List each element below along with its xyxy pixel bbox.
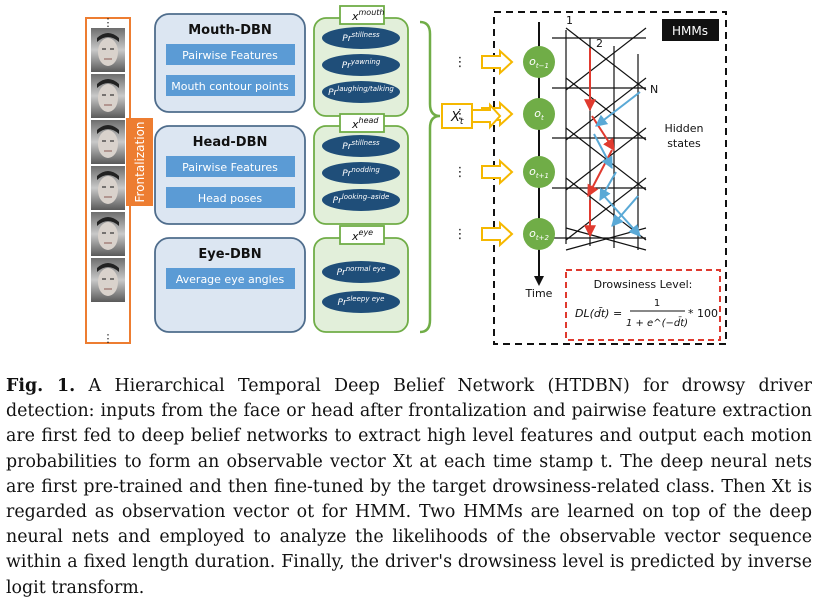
drowsiness-denominator: 1 + e^(−d̄t) [626, 316, 688, 329]
probability-label: Prstillness [342, 31, 380, 44]
input-arrow-icon [481, 158, 514, 186]
continuation-dots: ⋮ [454, 227, 467, 242]
observation-node-label: ot+1 [529, 165, 549, 180]
feature-vector-label: xhead [351, 116, 379, 131]
time-arrow-icon [534, 276, 544, 286]
probability-ellipse [322, 291, 400, 313]
face-thumbnail [91, 74, 125, 118]
probability-ellipse [322, 261, 400, 283]
feature-label: Mouth contour points [171, 80, 289, 93]
drowsiness-numerator: 1 [654, 298, 660, 309]
hidden-states-label-2: states [667, 137, 701, 150]
continuation-dots: ⋮ [454, 55, 467, 70]
transition-arrow [593, 133, 613, 170]
feature-box [166, 156, 295, 177]
observation-node-label: ot−1 [529, 55, 549, 70]
drowsiness-title: Drowsiness Level: [594, 278, 693, 291]
input-arrow-icon [481, 48, 514, 76]
probability-label: Pryawning [342, 58, 381, 71]
continuation-dots: ⋮ [454, 165, 467, 180]
figure-caption: Fig. 1. A Hierarchical Temporal Deep Bel… [6, 374, 812, 601]
hmm-label-box [662, 19, 719, 41]
feature-label: Pairwise Features [182, 49, 278, 62]
lattice-index-n: N [650, 83, 658, 96]
feature-vector-tab [339, 113, 385, 133]
observation-node-label: ot+2 [529, 227, 549, 242]
probability-label: Prnormal eye [337, 265, 386, 278]
probability-ellipse [322, 135, 400, 157]
observation-node [523, 98, 555, 130]
probability-ellipse [322, 27, 400, 49]
probability-label: Prnodding [342, 166, 380, 179]
feature-label: Average eye angles [176, 273, 285, 286]
lattice-index-2: 2 [596, 37, 603, 50]
face-thumbnail [91, 212, 125, 256]
observation-node-label: ot [534, 107, 544, 122]
feature-box [166, 187, 295, 208]
transition-arrow [587, 149, 613, 198]
feature-vector-tab [339, 225, 385, 245]
feature-box [166, 75, 295, 96]
face-thumbnail [91, 258, 125, 302]
probability-label: Prlaughing/talking [328, 85, 394, 98]
frontalization-bar: Frontalization [126, 118, 153, 206]
face-thumbnail [91, 120, 125, 164]
transition-arrow [611, 195, 639, 227]
probability-ellipse [322, 162, 400, 184]
probability-label: Prlooking–aside [333, 193, 390, 206]
lattice-index-1: 1 [566, 14, 573, 27]
probability-ellipse [322, 189, 400, 211]
drowsiness-level-box: Drowsiness Level: DL(d̄t) = 1 1 + e^(−d̄… [565, 269, 721, 341]
feature-label: Head poses [198, 192, 262, 205]
feature-vector-label: xeye [351, 228, 373, 243]
continuation-dots: ⋮ [454, 107, 467, 122]
drowsiness-lhs: DL(d̄t) = [575, 307, 622, 320]
observation-vector-label: Xt [450, 110, 464, 127]
drowsiness-rhs: * 100 [688, 307, 718, 320]
dbn-title: Eye-DBN [198, 247, 261, 262]
feature-vector-tab [339, 5, 385, 25]
observation-node [523, 218, 555, 250]
dbn-title: Mouth-DBN [188, 23, 272, 38]
face-dots-top: ⋮ [103, 16, 114, 29]
feature-vector-label: xmouth [351, 8, 384, 23]
transition-arrow [599, 171, 617, 202]
face-dots-bottom: ⋮ [103, 332, 114, 345]
observation-node [523, 156, 555, 188]
face-sequence: ⋮ ⋮ [85, 16, 131, 345]
transition-arrow [595, 91, 641, 127]
transition-arrow [603, 195, 641, 237]
feature-box [166, 268, 295, 289]
time-label: Time [525, 287, 553, 300]
observation-vector-box: Xt [441, 103, 473, 129]
hidden-state-lattice [552, 27, 647, 251]
feature-label: Pairwise Features [182, 161, 278, 174]
hmm-label: HMMs [672, 24, 708, 38]
htdbn-diagram: ⋮ ⋮ Frontalization Mouth-DBN Pairwise Fea… [85, 5, 727, 345]
face-thumbnail [91, 166, 125, 210]
face-thumbnail [91, 28, 125, 72]
observation-node [523, 46, 555, 78]
probability-ellipse [322, 54, 400, 76]
dbn-title: Head-DBN [193, 135, 268, 150]
feature-box [166, 44, 295, 65]
vector-arrow-icon [471, 102, 502, 130]
probability-ellipse [322, 81, 400, 103]
probability-panel [313, 237, 409, 333]
probability-label: Prstillness [342, 139, 380, 152]
input-arrow-icon [481, 220, 514, 248]
frontalization-label: Frontalization [133, 121, 147, 202]
brace-icon [419, 20, 441, 334]
caption-label: Fig. 1. [6, 376, 76, 396]
caption-text: A Hierarchical Temporal Deep Belief Netw… [6, 376, 812, 598]
hidden-states-label-1: Hidden [664, 122, 703, 135]
probability-label: Prsleepy eye [338, 295, 385, 308]
